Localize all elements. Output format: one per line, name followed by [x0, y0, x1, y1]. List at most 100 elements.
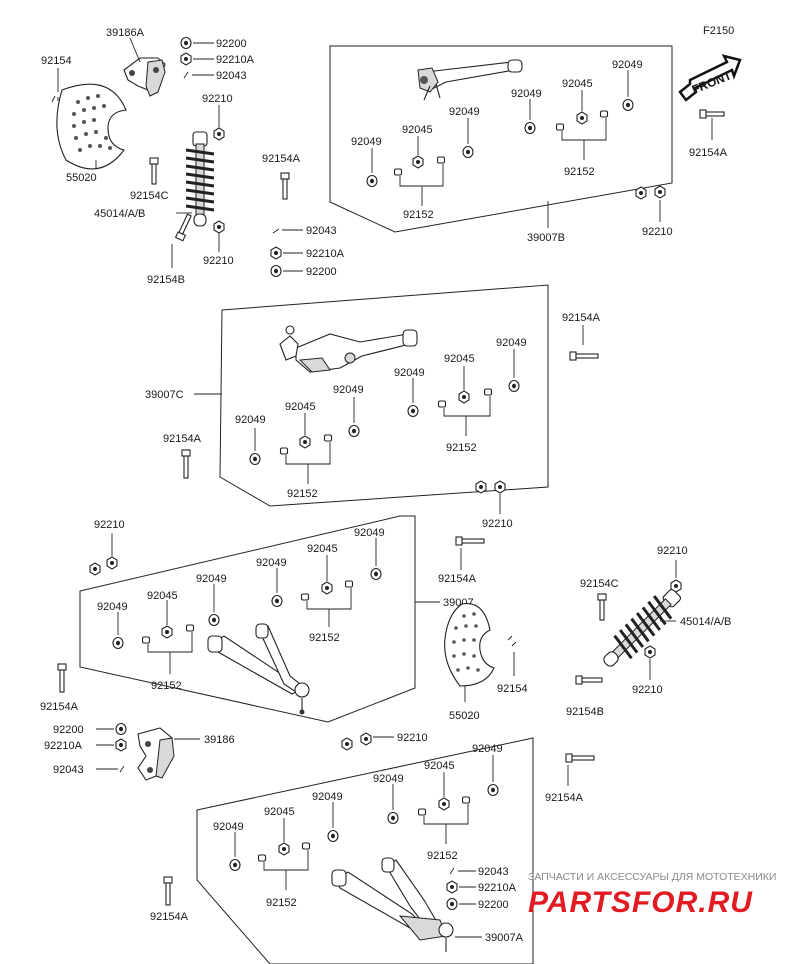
label-92152-c2: 92152 — [446, 442, 477, 454]
bolt-92154C-right — [597, 593, 607, 621]
label-92154-center: 92154 — [497, 683, 528, 695]
washer-icon — [249, 452, 261, 466]
label-39007A: 39007A — [485, 932, 524, 944]
washer-icon — [407, 404, 419, 418]
label-45014-right: 45014/A/B — [680, 616, 731, 628]
nut-icon — [115, 738, 127, 752]
figure-code: F2150 — [703, 25, 734, 37]
group-frame-39007B — [329, 45, 673, 233]
bushing-icon — [185, 624, 195, 632]
label-92049-c2: 92049 — [333, 384, 364, 396]
label-92045-d2: 92045 — [307, 543, 338, 555]
bushing-icon — [417, 808, 427, 816]
label-92049-e2: 92049 — [373, 773, 404, 785]
label-92210A-bot: 92210A — [478, 882, 517, 894]
bushing-icon — [437, 400, 447, 408]
label-92152-b1: 92152 — [403, 209, 434, 221]
group-frame-39007C — [219, 284, 549, 507]
washer-icon — [229, 858, 241, 872]
label-92152-e1: 92152 — [427, 850, 458, 862]
nut-icon — [213, 220, 225, 234]
label-92049-d2: 92049 — [196, 573, 227, 585]
label-92210-a: 92210 — [202, 93, 233, 105]
washer-icon — [508, 379, 520, 393]
label-92152-c1: 92152 — [287, 488, 318, 500]
label-92210A-mid: 92210A — [306, 248, 345, 260]
nut-icon — [278, 842, 290, 856]
nut-icon — [446, 880, 458, 894]
nut-icon — [180, 52, 192, 66]
nut-icon — [635, 186, 647, 200]
watermark-tagline: ЗАПЧАСТИ И АКСЕССУАРЫ ДЛЯ МОТОТЕХНИКИ — [528, 871, 776, 883]
label-39007B: 39007B — [527, 232, 565, 244]
nut-icon — [458, 390, 470, 404]
bolt-92154A-e-right — [455, 536, 485, 546]
label-92210A-low: 92210A — [44, 740, 83, 752]
label-92152-d1: 92152 — [151, 680, 182, 692]
label-92154C-top: 92154C — [130, 190, 169, 202]
watermark-brand: PARTSFOR.RU — [528, 886, 753, 919]
bushing-icon — [483, 388, 493, 396]
label-92210-c: 92210 — [642, 226, 673, 238]
label-92154A-a: 92154A — [262, 153, 301, 165]
label-92049-b4: 92049 — [612, 59, 643, 71]
nut-icon — [161, 625, 173, 639]
washer-icon — [366, 174, 378, 188]
bushing-icon — [461, 796, 471, 804]
nut-icon — [89, 562, 101, 576]
label-45014-left: 45014/A/B — [94, 208, 145, 220]
label-92210-f: 92210 — [657, 545, 688, 557]
label-92154A-b: 92154A — [689, 147, 728, 159]
washer-icon — [446, 897, 458, 911]
washer-icon — [271, 594, 283, 608]
washer-icon — [370, 567, 382, 581]
label-92154C-right: 92154C — [580, 578, 619, 590]
washer-icon — [524, 121, 536, 135]
bolt-92154A-g-right — [565, 753, 595, 763]
label-55020-center: 55020 — [449, 710, 480, 722]
label-92210-e: 92210 — [94, 519, 125, 531]
washer-icon — [270, 264, 282, 278]
group-frame-39007 — [79, 515, 416, 723]
label-92049-c1: 92049 — [235, 414, 266, 426]
upper-arm-39007B — [417, 59, 523, 101]
nut-icon — [670, 579, 682, 593]
washer-icon — [462, 145, 474, 159]
label-92210-h: 92210 — [397, 732, 428, 744]
nut-icon — [475, 480, 487, 494]
bolt-92154A-e-left — [57, 663, 67, 693]
bushing-icon — [555, 123, 565, 131]
washer-icon — [208, 613, 220, 627]
label-92045-d1: 92045 — [147, 590, 178, 602]
nut-icon — [644, 645, 656, 659]
label-92200-mid: 92200 — [306, 266, 337, 278]
knuckle-39186 — [137, 727, 175, 781]
label-92049-e3: 92049 — [312, 791, 343, 803]
bolt-92154C-top — [149, 157, 159, 185]
washer-icon — [112, 636, 124, 650]
nut-icon — [360, 732, 372, 746]
nut-icon — [299, 435, 311, 449]
label-39186: 39186 — [204, 734, 235, 746]
label-92200-bot: 92200 — [478, 899, 509, 911]
bolt-92154B-right — [575, 675, 603, 685]
label-92049-d4: 92049 — [354, 527, 385, 539]
label-92154A-c: 92154A — [163, 433, 202, 445]
nut-icon — [106, 556, 118, 570]
label-92049-d3: 92049 — [256, 557, 287, 569]
washer-icon — [622, 98, 634, 112]
bushing-icon — [344, 580, 354, 588]
label-92045-c2: 92045 — [444, 353, 475, 365]
bolt-92154A-right-top — [699, 109, 725, 119]
label-92043-low: 92043 — [53, 764, 84, 776]
label-92049-b2: 92049 — [449, 106, 480, 118]
label-92049-c4: 92049 — [496, 337, 527, 349]
nut-icon — [412, 155, 424, 169]
label-92043-bot: 92043 — [478, 866, 509, 878]
lower-arm-39007A — [331, 857, 454, 952]
bushing-icon — [141, 636, 151, 644]
label-92043-top: 92043 — [216, 70, 247, 82]
bushing-icon — [436, 156, 446, 164]
bushing-icon — [599, 110, 609, 118]
